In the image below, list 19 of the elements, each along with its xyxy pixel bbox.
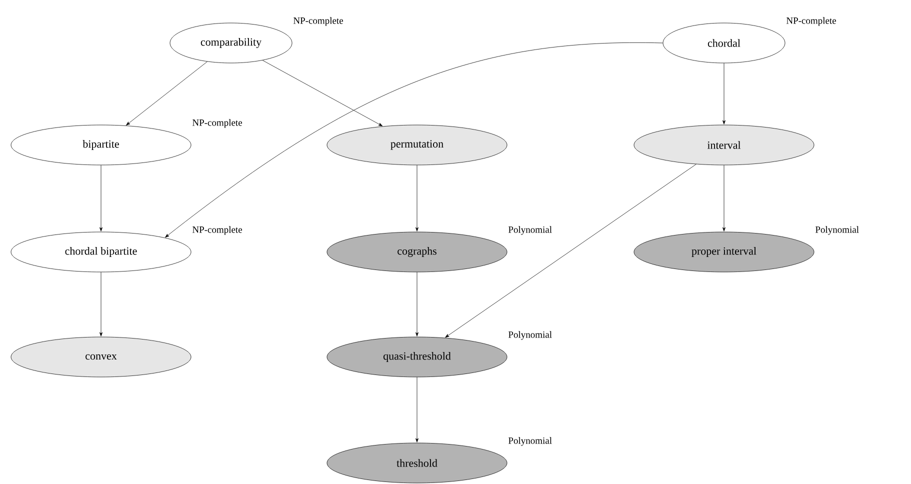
- arrow: [722, 165, 726, 232]
- arrow: [100, 272, 103, 336]
- arrow: [165, 42, 663, 238]
- arrow: [416, 272, 418, 336]
- complexity-label: Polynomial: [815, 226, 859, 235]
- complexity-label: NP-complete: [293, 17, 343, 26]
- complexity-label: NP-complete: [786, 17, 836, 26]
- complexity-label: Polynomial: [508, 331, 552, 340]
- arrow: [100, 165, 103, 232]
- arrow: [722, 62, 726, 124]
- complexity-label: Polynomial: [508, 437, 552, 446]
- arrow: [262, 60, 383, 126]
- arrow: [445, 164, 696, 338]
- complexity-label: NP-complete: [192, 119, 242, 128]
- arrow: [416, 165, 418, 232]
- complexity-label: NP-complete: [192, 226, 242, 235]
- arrow: [416, 376, 418, 442]
- arrow: [126, 61, 208, 126]
- complexity-label: Polynomial: [508, 226, 552, 235]
